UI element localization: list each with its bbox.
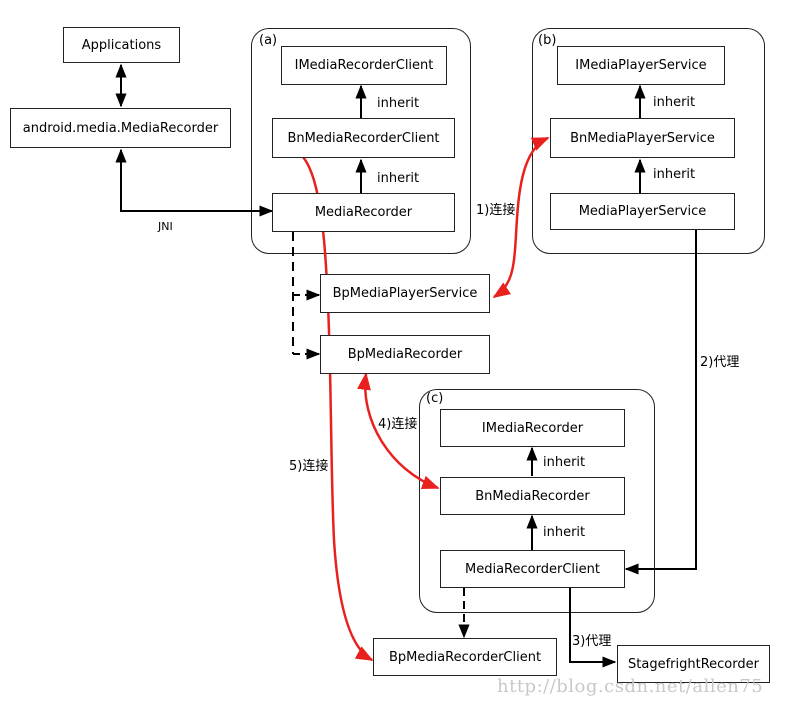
arrow-proxy-3	[569, 588, 617, 668]
arrow-connect-5	[278, 138, 374, 662]
label-connect-1: 1)连接	[476, 203, 516, 218]
node-bnmediarecorder: BnMediaRecorder	[440, 477, 625, 515]
node-bpmediarecorderclient: BpMediaRecorderClient	[373, 638, 557, 676]
label-proxy-3: 3)代理	[572, 634, 612, 649]
node-applications: Applications	[63, 27, 180, 63]
node-bpmediarecorder: BpMediaRecorder	[320, 335, 490, 374]
node-imediaplayerservice: IMediaPlayerService	[557, 46, 725, 85]
arrow-jni	[115, 148, 274, 217]
node-stagefrightrecorder: StagefrightRecorder	[617, 645, 770, 683]
node-imediarecorderclient: IMediaRecorderClient	[281, 46, 447, 85]
label-inherit-c2: inherit	[543, 525, 586, 540]
watermark: http://blog.csdn.net/allen75	[497, 676, 764, 697]
label-inherit-a2: inherit	[377, 171, 420, 186]
node-imediarecorder: IMediaRecorder	[440, 409, 625, 447]
node-bpmediaplayerservice: BpMediaPlayerService	[320, 274, 490, 313]
label-connect-4: 4)连接	[378, 417, 418, 432]
arrow-connect-1	[492, 136, 550, 299]
label-inherit-b2: inherit	[653, 167, 696, 182]
node-mediaplayerservice: MediaPlayerService	[550, 193, 735, 230]
group-a-label: (a)	[259, 33, 278, 48]
label-inherit-a1: inherit	[377, 96, 420, 111]
label-jni: JNI	[158, 220, 173, 233]
node-mediarecorderclient: MediaRecorderClient	[440, 550, 625, 588]
node-bnmediaplayerservice: BnMediaPlayerService	[550, 118, 735, 158]
arrow-proxy-2	[624, 230, 697, 575]
label-proxy-2: 2)代理	[700, 355, 740, 370]
label-inherit-b1: inherit	[653, 95, 696, 110]
node-mediarecorder: MediaRecorder	[272, 193, 455, 232]
group-b-label: (b)	[538, 33, 557, 48]
label-inherit-c1: inherit	[543, 455, 586, 470]
node-bnmediarecorderclient: BnMediaRecorderClient	[272, 118, 455, 158]
node-android-media-mediarecorder: android.media.MediaRecorder	[10, 108, 231, 148]
label-connect-5: 5)连接	[289, 459, 329, 474]
group-c	[419, 389, 655, 613]
